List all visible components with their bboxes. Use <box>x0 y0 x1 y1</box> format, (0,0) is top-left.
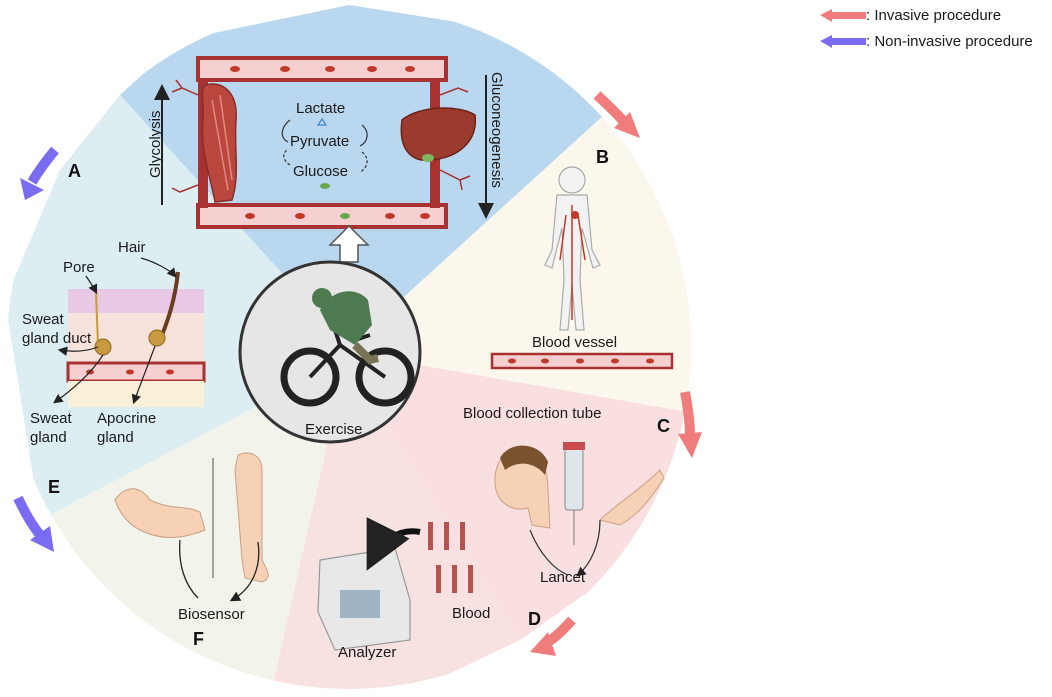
invasive-arrow-b <box>593 91 640 138</box>
noninvasive-arrow-a <box>20 146 59 200</box>
sweat-gland-label-line1: Sweat <box>30 410 73 427</box>
legend-noninvasive: : Non-invasive procedure <box>820 33 1033 50</box>
lancet-label: Lancet <box>540 569 586 586</box>
legend-noninvasive-label: : Non-invasive procedure <box>866 33 1033 50</box>
pyruvate-label: Pyruvate <box>290 133 349 150</box>
blood-label: Blood <box>452 605 490 622</box>
exercise-label: Exercise <box>305 421 363 438</box>
analyzer-label: Analyzer <box>338 644 396 661</box>
sweat-gland-label-line2: gland <box>30 429 67 446</box>
exercise-center: Exercise <box>238 260 422 444</box>
skin-epidermis <box>68 289 204 313</box>
sweat-panel: Pore Hair Sweat gland duct Sweat gland A… <box>22 239 206 446</box>
glucose-label: Glucose <box>293 163 348 180</box>
sample-to-analyzer-arrow <box>366 517 421 571</box>
biosensor-label: Biosensor <box>178 606 245 623</box>
apocrine-gland <box>148 329 166 347</box>
procedure-arrows <box>13 91 702 656</box>
section-letter-c: C <box>657 416 670 436</box>
apocrine-gland-label-line2: gland <box>97 429 134 446</box>
section-letter-d: D <box>528 609 541 629</box>
invasive-arrow-icon <box>820 9 866 22</box>
noninvasive-arrow-e <box>13 495 54 552</box>
skin-dermis <box>68 313 204 363</box>
cyclist-figure <box>320 291 372 345</box>
blood-vessel-label: Blood vessel <box>532 334 617 351</box>
legend-invasive-label: : Invasive procedure <box>866 7 1001 24</box>
metabolism-panel: Glycolysis Gluconeogenesis Lactate Pyruv… <box>147 56 505 263</box>
sweat-gland-duct-label-line1: Sweat <box>22 311 65 328</box>
collection-tube <box>564 447 584 511</box>
liver-illustration <box>400 107 476 161</box>
sector-right-blood-vessel <box>349 105 691 415</box>
blood-tubes <box>428 522 473 593</box>
legend-invasive: : Invasive procedure <box>820 7 1001 24</box>
leg-illustration <box>234 452 269 583</box>
blood-collection-panel: Blood collection tube Lancet <box>463 405 665 586</box>
red-blood-cells <box>230 66 430 219</box>
hand-illustration <box>599 469 665 526</box>
arm-illustration <box>114 488 206 538</box>
hair-label: Hair <box>118 239 146 256</box>
hair-shaft <box>160 271 180 336</box>
section-letter-b: B <box>596 147 609 167</box>
glycolysis-label: Glycolysis <box>147 110 164 178</box>
bottom-vessel <box>196 203 448 229</box>
sector-top-metabolism <box>120 5 615 347</box>
sweat-gland-duct-label-line2: gland duct <box>22 330 92 347</box>
noninvasive-arrow-icon <box>820 35 866 48</box>
biosensor-panel: Biosensor <box>114 452 269 623</box>
gluconeogenesis-label: Gluconeogenesis <box>488 72 505 188</box>
section-letter-e: E <box>48 477 60 497</box>
pore-label: Pore <box>63 259 95 276</box>
top-vessel <box>196 56 448 82</box>
invasive-arrow-c <box>678 391 702 458</box>
section-letter-f: F <box>193 629 204 649</box>
legend: : Invasive procedure : Non-invasive proc… <box>820 7 1033 50</box>
analyzer-panel: Blood Analyzer <box>317 517 490 661</box>
apocrine-gland-label-line1: Apocrine <box>97 410 156 427</box>
blood-collection-tube-label: Blood collection tube <box>463 405 601 422</box>
invasive-arrow-d <box>530 616 576 656</box>
exercise-up-arrow <box>328 224 370 263</box>
section-letter-a: A <box>68 161 81 181</box>
lactate-label: Lactate <box>296 100 345 117</box>
blood-vessel-panel: Blood vessel <box>490 166 674 370</box>
